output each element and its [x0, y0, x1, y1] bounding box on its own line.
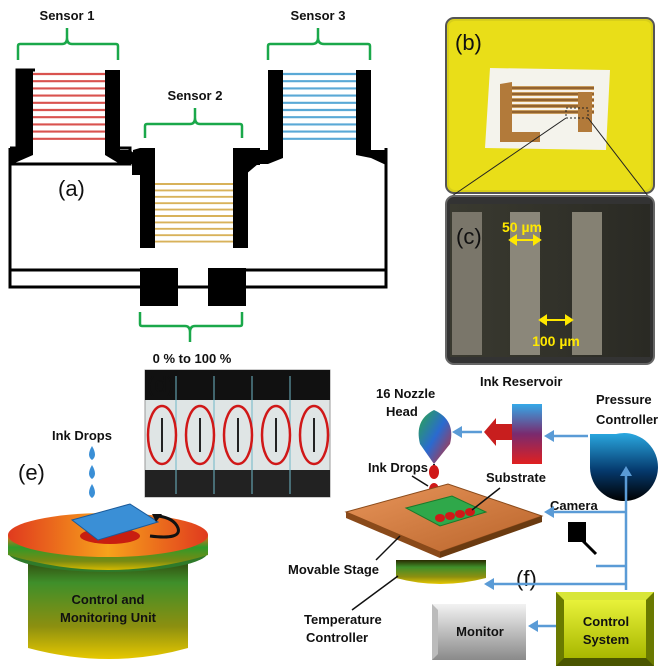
- pressure-line2: Controller: [596, 412, 658, 427]
- panel-e: Ink Drops (e) Control and Monitoring Uni…: [8, 428, 208, 659]
- e-substrate: [70, 503, 160, 541]
- width-label: 50 µm: [502, 219, 542, 235]
- sensor3-electrode: [283, 72, 356, 144]
- monitor: [432, 604, 526, 660]
- monitor-label: Monitor: [456, 624, 504, 639]
- unit-line2: Monitoring Unit: [60, 610, 157, 625]
- sensor1-electrode: [33, 72, 105, 144]
- connection-arrows: [456, 430, 628, 628]
- ink-reservoir-label: Ink Reservoir: [480, 374, 562, 389]
- panel-b-letter: (b): [455, 30, 482, 55]
- rotation-arrow: [149, 514, 180, 539]
- panel-f-letter: (f): [516, 566, 537, 591]
- nozzle-head: [418, 410, 452, 464]
- sensor3-housing-right: [356, 70, 371, 150]
- panel-a: Sensor 1 Sensor 2 Sensor 3 (a) 0 % to 10…: [8, 8, 388, 366]
- sensor1-housing-right: [105, 70, 120, 150]
- droplet-oval: [146, 404, 178, 466]
- e-ink-drops-label: Ink Drops: [52, 428, 112, 443]
- panel-f: Ink Reservoir Pressure Controller 16 Noz…: [288, 374, 658, 666]
- sensor1-label: Sensor 1: [40, 8, 95, 23]
- f-ink-drops-label: Ink Drops: [368, 460, 428, 475]
- range-label: 0 % to 100 %: [153, 351, 232, 366]
- printed-dots: [435, 508, 475, 522]
- sensor2-label: Sensor 2: [168, 88, 223, 103]
- droplet-oval: [184, 404, 216, 466]
- printed-sensor-photo: [500, 82, 594, 142]
- camera-label: Camera: [550, 498, 598, 513]
- micrograph: [450, 204, 650, 357]
- pads-bracket: [138, 312, 244, 342]
- monitoring-unit-body: [28, 550, 188, 659]
- panel-b: (b): [445, 17, 655, 197]
- droplet-oval: [222, 404, 254, 466]
- panel-c: (c) 50 µm 100 µm: [445, 195, 655, 365]
- nozzle-line2: Head: [386, 404, 418, 419]
- droplet-oval: [260, 404, 292, 466]
- pressure-controller: [590, 433, 658, 502]
- contact-pad-left: [140, 268, 178, 306]
- movable-stage-label: Movable Stage: [288, 562, 379, 577]
- panel-d-letter: (d): [147, 372, 174, 397]
- panel-a-letter: (a): [58, 176, 85, 201]
- sensor1-bracket: [16, 28, 120, 60]
- substrate-label: Substrate: [486, 470, 546, 485]
- nozzle-line1: 16 Nozzle: [376, 386, 435, 401]
- sensor2-electrode: [155, 183, 233, 246]
- contact-pad-right: [208, 268, 246, 306]
- sensor3-housing-left: [268, 70, 283, 150]
- control-line1: Control: [583, 614, 629, 629]
- panel-c-letter: (c): [456, 224, 482, 249]
- temp-line1: Temperature: [304, 612, 382, 627]
- sensor1-housing-left: [18, 70, 33, 150]
- e-ink-drops: [89, 446, 95, 498]
- ink-reservoir: [512, 404, 542, 464]
- sensor2-bracket: [143, 108, 244, 138]
- control-line2: System: [583, 632, 629, 647]
- droplet-oval: [298, 404, 330, 466]
- sensor3-label: Sensor 3: [291, 8, 346, 23]
- panel-e-letter: (e): [18, 460, 45, 485]
- pressure-line1: Pressure: [596, 392, 652, 407]
- camera: [568, 522, 586, 542]
- sensor2-housing-left: [140, 148, 155, 248]
- panel-d: (d): [144, 369, 331, 498]
- gap-label: 100 µm: [532, 333, 580, 349]
- sensor3-bracket: [266, 28, 372, 60]
- f-substrate: [404, 495, 488, 527]
- temp-line2: Controller: [306, 630, 368, 645]
- unit-line1: Control and: [72, 592, 145, 607]
